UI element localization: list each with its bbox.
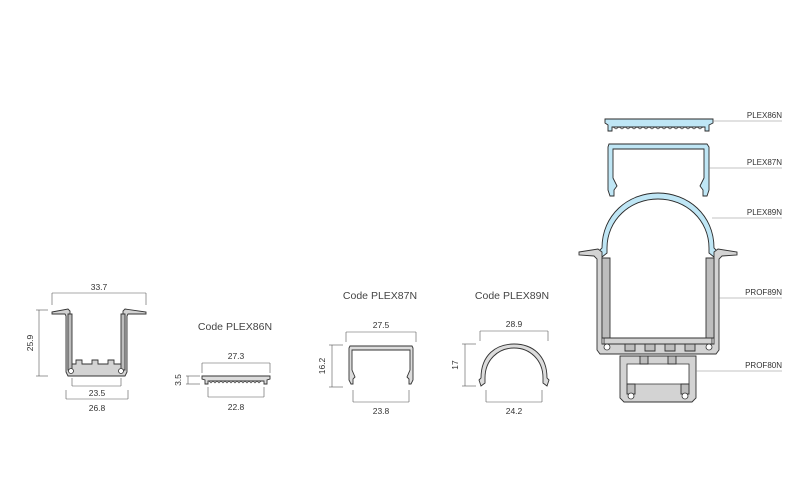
assembly-prof80n-hole-left [627, 392, 635, 400]
assembly-plex86n-cover [604, 118, 714, 132]
callout-plex89n: PLEX89N [747, 208, 782, 217]
assembly-plex87n-cover [607, 143, 710, 197]
plex86n-cover-shape [201, 375, 271, 385]
prof80n-height-label: 25.9 [25, 334, 35, 351]
assembly-prof89n-hole-left [603, 343, 611, 351]
plex87n-code-label: Code PLEX87N [343, 290, 417, 302]
plex87n-bottom-width-label: 23.8 [373, 406, 390, 416]
prof80n-hole-right [118, 368, 124, 374]
assembly-prof89n-slots [624, 343, 696, 352]
exploded-assembly-group: PLEX86N PLEX87N PLEX89N PROF89N PROF80N [578, 111, 782, 403]
prof80n-bottom-width-label: 26.8 [89, 403, 106, 413]
plex87n-group: Code PLEX87N 27.5 16.2 23.8 [317, 290, 417, 416]
callout-plex86n: PLEX86N [747, 111, 782, 120]
plex87n-cover-shape [348, 345, 414, 385]
assembly-prof80n-feet [626, 383, 690, 395]
plex86n-height-label: 3.5 [173, 374, 183, 386]
assembly-plex86n-ridges [612, 126, 704, 130]
prof80n-profile-group: 33.7 25.9 23.5 26.8 [25, 282, 147, 413]
plex89n-code-label: Code PLEX89N [475, 290, 549, 302]
plex86n-group: Code PLEX86N 27.3 3.5 22.8 [173, 321, 272, 412]
callout-plex87n: PLEX87N [747, 158, 782, 167]
plex86n-bottom-width-label: 22.8 [228, 402, 245, 412]
callout-prof89n: PROF89N [745, 288, 782, 297]
prof80n-right-wall [120, 313, 126, 371]
plex89n-group: Code PLEX89N 28.9 17 24.2 [450, 290, 550, 416]
plex86n-ridges [208, 380, 262, 384]
prof80n-inner-width-label: 23.5 [89, 388, 106, 398]
assembly-prof89n-profile [578, 248, 738, 355]
callout-prof80n: PROF80N [745, 361, 782, 370]
plex87n-height-label: 16.2 [317, 357, 327, 374]
assembly-prof80n-slots [639, 355, 677, 365]
assembly-prof89n-base [603, 337, 713, 345]
prof80n-profile-shape [51, 308, 147, 377]
plex89n-cover-shape [478, 343, 550, 387]
assembly-prof80n-hole-right [681, 392, 689, 400]
assembly-prof89n-hole-right [705, 343, 713, 351]
assembly-plex89n-cover [598, 192, 718, 258]
assembly-prof89n-right-wall [705, 257, 715, 339]
prof80n-top-width-label: 33.7 [91, 282, 108, 292]
assembly-prof80n-channel [626, 363, 690, 385]
plex86n-top-width-label: 27.3 [228, 351, 245, 361]
plex89n-height-label: 17 [450, 360, 460, 370]
plex89n-top-width-label: 28.9 [506, 319, 523, 329]
plex87n-top-width-label: 27.5 [373, 320, 390, 330]
prof80n-left-wall [67, 313, 73, 371]
assembly-prof89n-left-wall [601, 257, 611, 339]
plex86n-code-label: Code PLEX86N [198, 321, 272, 333]
plex89n-bottom-width-label: 24.2 [506, 406, 523, 416]
prof80n-hole-left [68, 368, 74, 374]
